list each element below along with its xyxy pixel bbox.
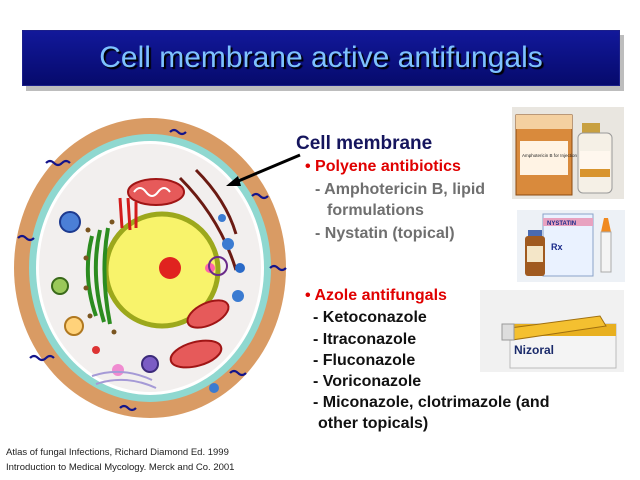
bullet-dot: •	[305, 287, 315, 304]
amphotericin-product-photo: Amphotericin B for Injection U.S.P.	[512, 107, 624, 199]
polyene-heading: • Polyene antibiotics	[305, 158, 461, 176]
reference-line: Introduction to Medical Mycology. Merck …	[6, 462, 235, 473]
polyene-item: - Nystatin (topical)	[315, 225, 455, 242]
azole-heading-text: Azole antifungals	[314, 287, 447, 304]
reference-line: Atlas of fungal Infections, Richard Diam…	[6, 447, 229, 458]
azole-heading: • Azole antifungals	[305, 287, 447, 305]
mitochondrion	[127, 178, 185, 206]
polyene-heading-text: Polyene antibiotics	[315, 158, 461, 175]
azole-item: - Voriconazole	[313, 373, 422, 390]
azole-item: - Ketoconazole	[313, 309, 427, 326]
azole-item: - Miconazole, clotrimazole (and	[313, 394, 550, 411]
polyene-item: formulations	[327, 202, 424, 219]
azole-item: - Itraconazole	[313, 331, 417, 348]
azole-item: - Fluconazole	[313, 352, 416, 369]
section-heading: Cell membrane	[296, 133, 433, 154]
slide-title: Cell membrane active antifungals	[99, 41, 543, 74]
title-bar: Cell membrane active antifungals	[22, 30, 620, 86]
nizoral-product-photo: Nizoral	[480, 290, 624, 372]
polyene-item: - Amphotericin B, lipid	[315, 181, 486, 198]
bullet-dot: •	[305, 158, 316, 175]
nystatin-product-photo: NYSTATIN Rx	[517, 210, 625, 282]
nystatin-box-label: NYSTATIN	[547, 221, 576, 227]
nucleolus	[159, 257, 181, 279]
cell-illustration	[14, 118, 287, 418]
amphotericin-box-label: Amphotericin B for Injection U.S.P.	[522, 153, 591, 158]
azole-item: other topicals)	[318, 415, 429, 432]
rx-label: Rx	[551, 242, 563, 252]
nizoral-box-label: Nizoral	[514, 343, 554, 357]
